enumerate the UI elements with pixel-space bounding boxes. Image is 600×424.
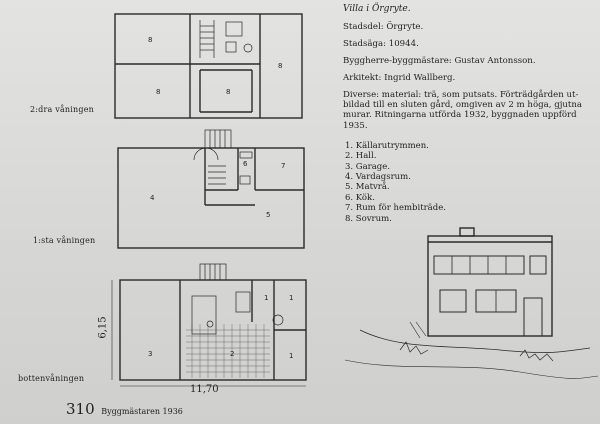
upper-floor-outline bbox=[114, 13, 303, 119]
room-legend: 1. Källarutrymmen. 2. Hall. 3. Garage. 4… bbox=[345, 141, 545, 224]
first-floor-outline bbox=[117, 147, 305, 249]
legend-item: 3. Garage. bbox=[345, 161, 390, 172]
room-number: 4 bbox=[150, 194, 155, 202]
room-number: 3 bbox=[148, 350, 152, 358]
legend-item: 4. Vardagsrum. bbox=[345, 172, 411, 183]
room-number: 8 bbox=[278, 62, 282, 70]
room-number: 5 bbox=[266, 211, 270, 219]
diverse-text: Diverse: material: trä, som putsats. För… bbox=[343, 89, 583, 131]
page-number: 310 bbox=[66, 400, 95, 418]
byggherre-text: Byggherre-byggmästare: Gustav Antonsson. bbox=[343, 55, 536, 66]
arkitekt-text: Arkitekt: Ingrid Wallberg. bbox=[343, 72, 456, 83]
room-number: 8 bbox=[148, 36, 152, 44]
legend-item: 2. Hall. bbox=[345, 151, 377, 162]
floor-label-second: 2:dra våningen bbox=[30, 105, 95, 114]
legend-item: 6. Kök. bbox=[345, 192, 375, 203]
room-number: 1 bbox=[289, 352, 293, 360]
dimension-width: 11,70 bbox=[190, 384, 219, 395]
stadsdel-text: Stadsdel: Örgryte. bbox=[343, 21, 424, 32]
house-elevation-sketch bbox=[344, 227, 599, 379]
room-number: 6 bbox=[243, 160, 248, 168]
floor-label-first: 1:sta våningen bbox=[33, 236, 96, 245]
room-number: 1 bbox=[289, 294, 293, 302]
room-number: 7 bbox=[281, 162, 285, 170]
room-number: 1 bbox=[264, 294, 268, 302]
legend-item: 7. Rum för hembiträde. bbox=[345, 203, 446, 214]
legend-item: 5. Matvrå. bbox=[345, 182, 390, 193]
room-number: 8 bbox=[226, 88, 230, 96]
journal-name: Byggmästaren 1936 bbox=[101, 407, 183, 416]
room-number: 2 bbox=[230, 350, 234, 358]
legend-item: 8. Sovrum. bbox=[345, 213, 392, 224]
page-footer: 310 Byggmästaren 1936 bbox=[66, 400, 183, 418]
villa-title: Villa i Örgryte. bbox=[343, 4, 411, 14]
stadsaga-text: Stadsäga: 10944. bbox=[343, 38, 419, 49]
building-info: Villa i Örgryte. Stadsdel: Örgryte. Stad… bbox=[343, 4, 598, 131]
dimension-depth: 6,15 bbox=[97, 316, 109, 339]
floor-label-ground: bottenvåningen bbox=[18, 374, 85, 383]
room-number: 8 bbox=[156, 88, 160, 96]
legend-item: 1. Källarutrymmen. bbox=[345, 141, 429, 151]
